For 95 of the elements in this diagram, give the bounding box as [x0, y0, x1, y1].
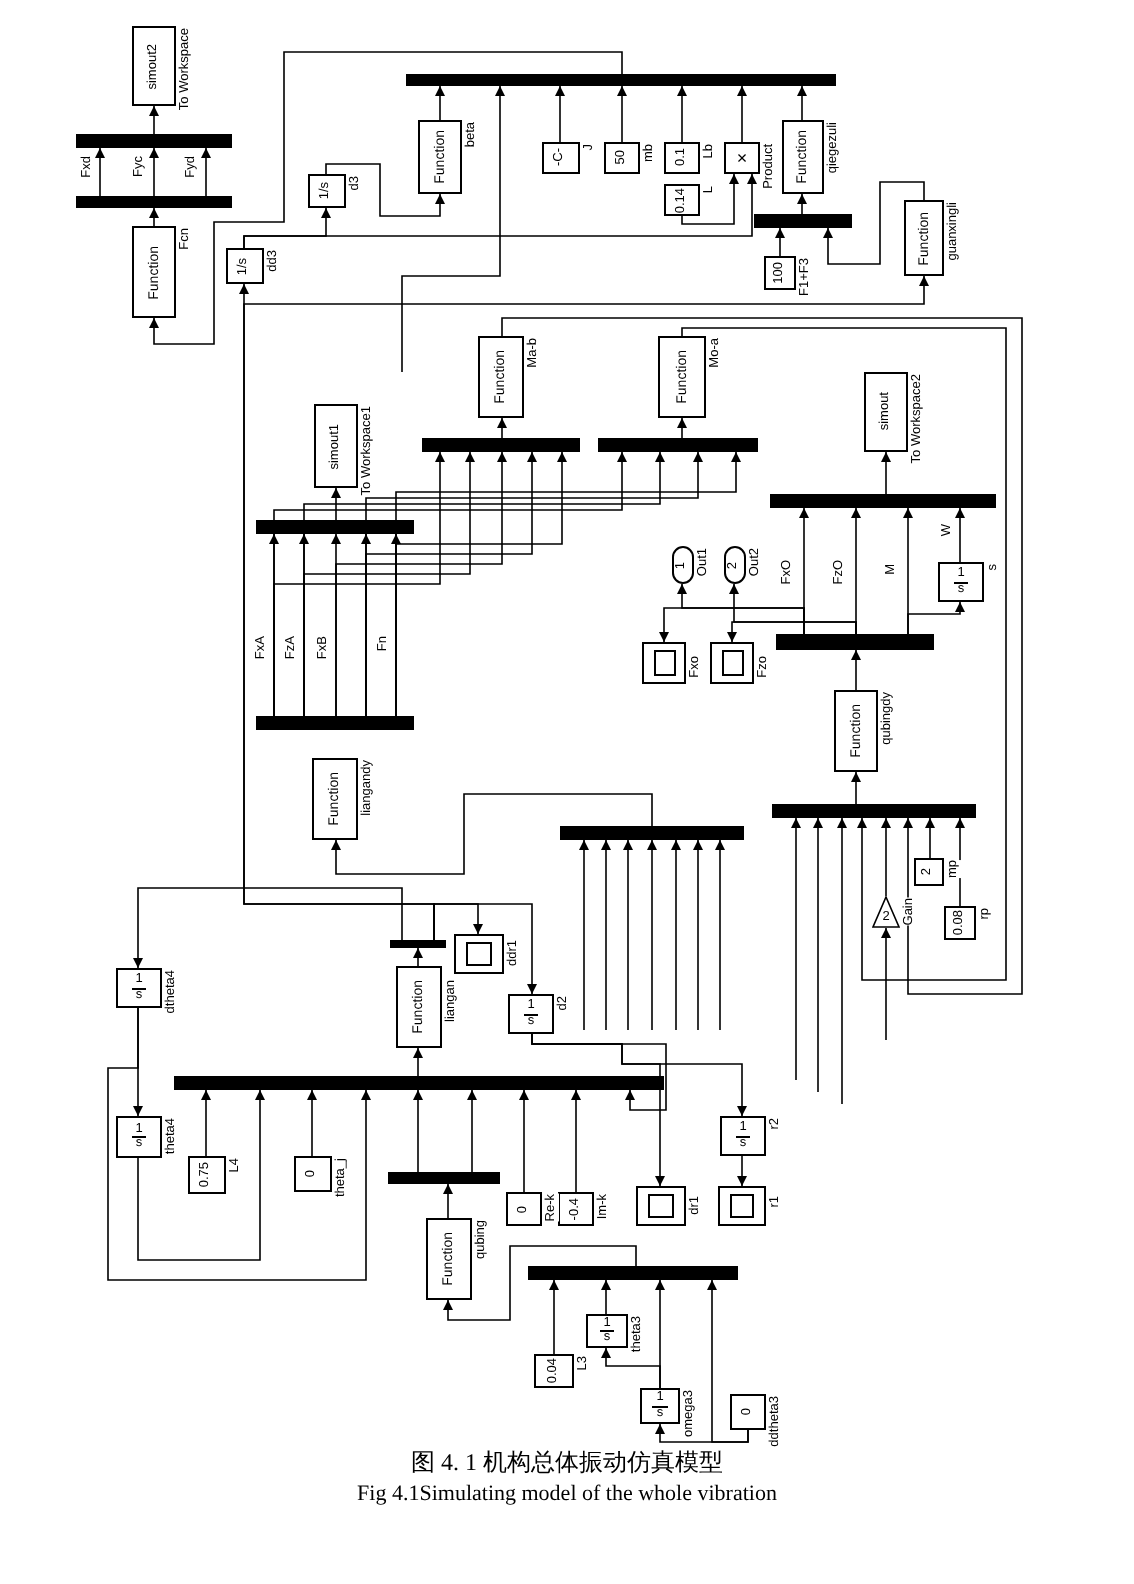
- mux-bar: [406, 74, 836, 86]
- mux-bar: [256, 520, 414, 534]
- signal-line: [201, 147, 211, 197]
- signal-line: [823, 181, 925, 265]
- signal-line: [659, 607, 805, 643]
- signal-line: [443, 1245, 637, 1321]
- signal-line: [325, 163, 445, 217]
- signal-line: [955, 507, 965, 563]
- signal-line: [95, 147, 105, 197]
- signal-line: [435, 85, 445, 121]
- mux-bar: [776, 634, 934, 650]
- signal-line: [307, 1089, 317, 1157]
- signal-line: [413, 1047, 423, 1077]
- signal-line: [149, 207, 159, 227]
- mux-bar: [770, 494, 996, 508]
- mux-bar: [256, 716, 414, 730]
- signal-line: [925, 817, 935, 859]
- mux-bar: [560, 826, 744, 840]
- signal-line: [549, 1279, 559, 1355]
- signal-line: [335, 451, 507, 717]
- scope-block: [718, 1186, 766, 1226]
- signal-line: [107, 1007, 371, 1281]
- signal-line: [881, 927, 891, 1041]
- scope-block: [642, 642, 686, 684]
- signal-line: [681, 173, 739, 225]
- signal-line: [601, 839, 611, 1031]
- signal-line: [813, 817, 823, 1093]
- signal-line: [881, 451, 891, 495]
- scope-block: [636, 1186, 686, 1226]
- signal-line: [519, 1089, 529, 1193]
- signal-line: [467, 1089, 477, 1173]
- scope-block: [710, 642, 754, 684]
- signal-line: [579, 839, 589, 1031]
- signal-line: [671, 839, 681, 1031]
- figure-caption: Fig 4.1Simulating model of the whole vibration: [355, 1482, 779, 1506]
- signal-line: [681, 327, 1007, 981]
- signal-line: [737, 1155, 747, 1187]
- signal-line: [149, 105, 159, 135]
- signal-line: [365, 451, 703, 717]
- signal-line: [149, 51, 623, 345]
- signal-line: [791, 817, 801, 1081]
- signal-line: [401, 85, 505, 373]
- mux-bar: [388, 1172, 500, 1184]
- signal-line: [243, 173, 757, 249]
- signal-line: [677, 85, 687, 143]
- signal-line: [501, 317, 1023, 995]
- signal-line: [395, 451, 741, 717]
- mux-bar: [174, 1076, 664, 1090]
- signal-line: [837, 817, 847, 1105]
- signal-line: [531, 1033, 665, 1187]
- signal-line: [727, 621, 857, 643]
- mux-bar: [390, 940, 446, 948]
- signal-line: [737, 85, 747, 143]
- signal-line: [497, 417, 507, 439]
- signal-line: [677, 417, 687, 439]
- signal-line: [331, 793, 653, 875]
- signal-line: [693, 839, 703, 1031]
- signal-line: [797, 85, 807, 121]
- mux-bar: [598, 438, 758, 452]
- signal-line: [797, 193, 807, 215]
- signal-line: [715, 839, 725, 1031]
- signal-line: [201, 1089, 211, 1157]
- signal-line: [413, 1089, 423, 1173]
- signal-line: [443, 1183, 453, 1219]
- figure-caption: 图 4. 1 机构总体振动仿真模型: [409, 1446, 725, 1480]
- signal-line: [571, 1089, 581, 1193]
- signal-line: [881, 817, 891, 897]
- signal-line: [851, 771, 861, 805]
- signal-line: [617, 85, 627, 143]
- scope-block: [454, 934, 504, 974]
- signal-line: [433, 903, 537, 995]
- signal-line: [601, 1347, 661, 1389]
- signal-line: [647, 839, 657, 1031]
- signal-line: [655, 1423, 749, 1443]
- mux-bar: [528, 1266, 738, 1280]
- signal-line: [331, 487, 341, 521]
- signal-line: [133, 887, 403, 969]
- mux-bar: [772, 804, 976, 818]
- signal-line: [555, 85, 565, 143]
- signal-line: [413, 947, 423, 967]
- signal-line: [775, 227, 785, 257]
- signal-line: [137, 1089, 265, 1261]
- product-block: ×: [724, 142, 760, 174]
- signal-line: [907, 601, 965, 635]
- signal-line: [623, 839, 633, 1031]
- signal-line: [303, 451, 665, 717]
- mux-bar: [754, 214, 852, 228]
- signal-line: [955, 817, 965, 907]
- signal-line: [273, 451, 627, 717]
- signal-line: [149, 147, 159, 197]
- mux-bar: [422, 438, 580, 452]
- signal-line: [851, 649, 861, 691]
- mux-bar: [76, 196, 232, 208]
- mux-bar: [76, 134, 232, 148]
- signal-line: [601, 1279, 611, 1315]
